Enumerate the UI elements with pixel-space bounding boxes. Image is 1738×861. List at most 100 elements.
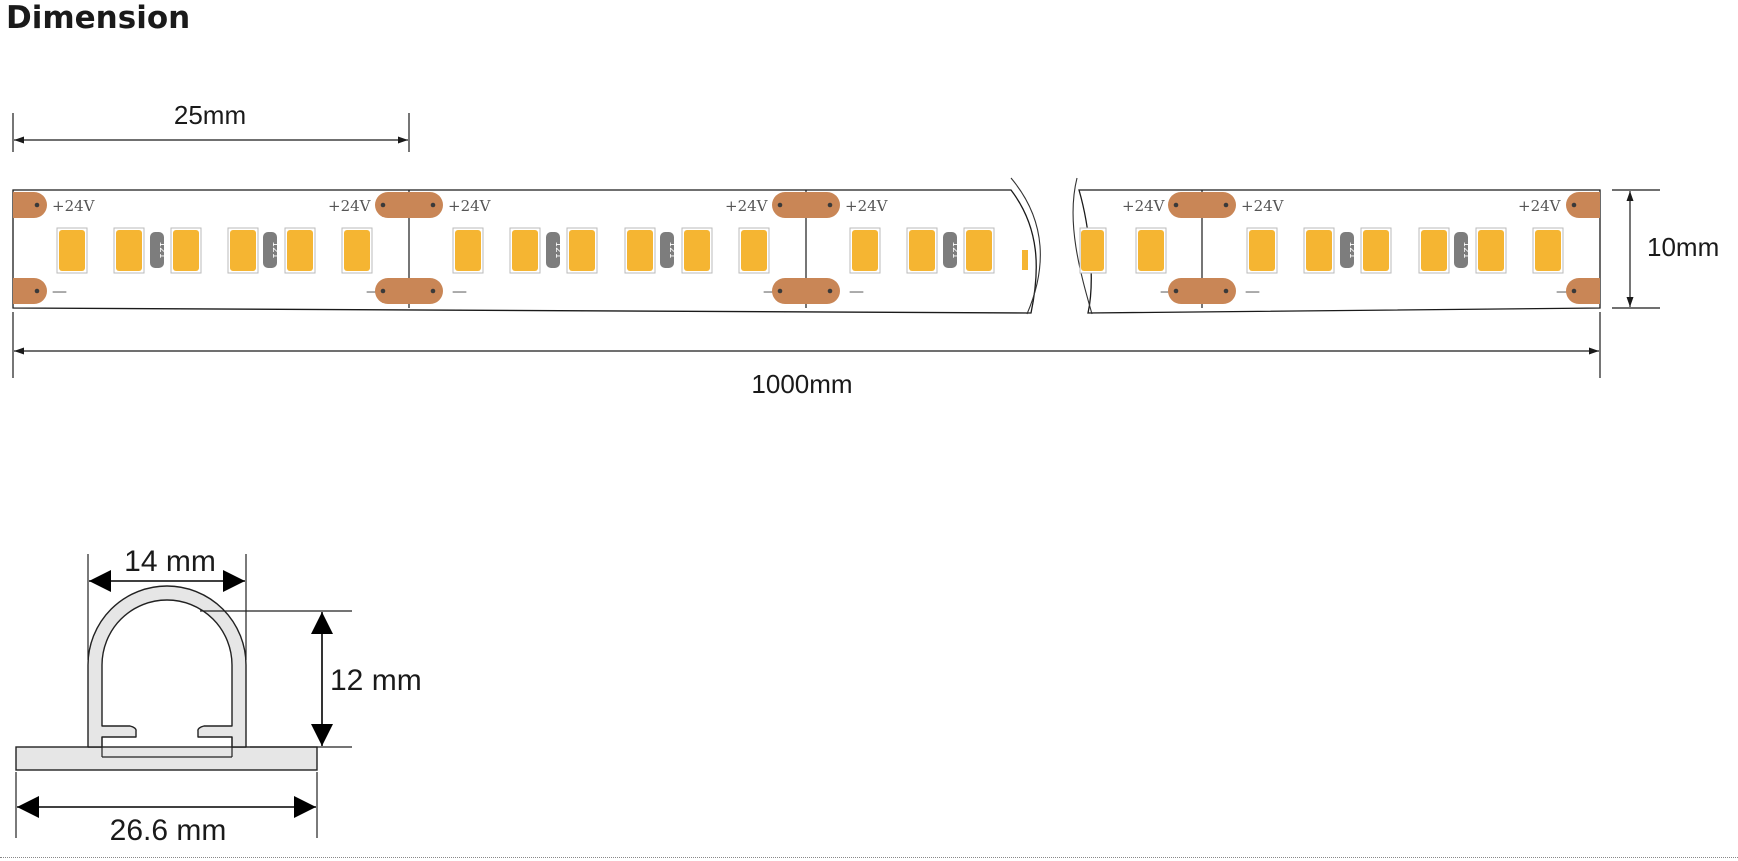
copper-pad [13, 192, 47, 218]
strip-segment: +24V — +24V — 121 121 [13, 192, 409, 304]
strip-segment: +24V — +24V — 121 121 [409, 192, 806, 304]
height-label: 12 mm [330, 664, 422, 697]
led-chip-lens [59, 230, 85, 271]
led-chip-lens [1081, 230, 1104, 271]
led-chip-lens [569, 230, 595, 271]
led-chip-lens [909, 230, 935, 271]
solder-hole [1173, 202, 1179, 208]
positive-marking: +24V [52, 197, 96, 215]
strip-segment: +24V — 121 [806, 192, 1028, 304]
copper-pad [1566, 278, 1600, 304]
profile-dome [87, 585, 247, 748]
led-chip-lens [455, 230, 481, 271]
led-chip-lens [344, 230, 370, 271]
copper-pad [806, 192, 840, 218]
solder-hole [430, 288, 436, 294]
solder-hole [1571, 288, 1577, 294]
bottom-divider [0, 857, 1738, 858]
resistor [660, 232, 674, 268]
break-line-left [1010, 177, 1041, 315]
led-chip-lens [966, 230, 992, 271]
led-chip-lens [1306, 230, 1332, 271]
led-chip-lens [512, 230, 538, 271]
profile-cross-section: 14 mm 12 mm 26.6 mm [15, 545, 422, 847]
positive-marking: +24V [1518, 197, 1562, 215]
resistor-marking: 121 [667, 241, 677, 258]
solder-hole [1571, 202, 1577, 208]
copper-pad [772, 192, 806, 218]
break-line-right [1072, 177, 1093, 315]
copper-pad [409, 278, 443, 304]
positive-marking: +24V [328, 197, 372, 215]
solder-hole [777, 288, 783, 294]
solder-hole [827, 202, 833, 208]
profile-base [15, 746, 318, 771]
led-chip-lens [1249, 230, 1275, 271]
negative-marking: — [849, 282, 864, 300]
solder-hole [380, 288, 386, 294]
copper-pad [375, 192, 409, 218]
copper-pad [1168, 278, 1202, 304]
led-chip-lens [852, 230, 878, 271]
led-chip-lens [684, 230, 710, 271]
solder-hole [380, 202, 386, 208]
led-chip-lens [741, 230, 767, 271]
positive-marking: +24V [1122, 197, 1166, 215]
solder-hole [1223, 202, 1229, 208]
copper-pad [1202, 278, 1236, 304]
resistor-marking: 121 [157, 241, 167, 258]
led-chip-lens [1138, 230, 1164, 271]
pitch-label: 25mm [174, 100, 246, 130]
negative-marking: — [452, 282, 467, 300]
solder-hole [1173, 288, 1179, 294]
copper-pad [1566, 192, 1600, 218]
positive-marking: +24V [725, 197, 769, 215]
copper-pad [375, 278, 409, 304]
copper-pad [806, 278, 840, 304]
strip-segment: +24V — [1079, 192, 1202, 304]
resistor [943, 232, 957, 268]
width-label: 10mm [1647, 232, 1719, 262]
resistor [1340, 232, 1354, 268]
led-chip-lens [1535, 230, 1561, 271]
width-dimension: 10mm [1612, 189, 1719, 309]
resistor [263, 232, 277, 268]
length-label: 1000mm [751, 369, 852, 399]
copper-pad [1202, 192, 1236, 218]
resistor-marking: 121 [1461, 241, 1471, 258]
top-width-label: 14 mm [124, 545, 216, 578]
solder-hole [777, 202, 783, 208]
positive-marking: +24V [1241, 197, 1285, 215]
pitch-dimension: 25mm [12, 100, 410, 152]
led-chip-partial [1022, 250, 1028, 270]
solder-hole [827, 288, 833, 294]
resistor-marking: 121 [553, 241, 563, 258]
led-chip-lens [1478, 230, 1504, 271]
resistor-marking: 121 [270, 241, 280, 258]
copper-pad [772, 278, 806, 304]
resistor-marking: 121 [950, 241, 960, 258]
positive-marking: +24V [845, 197, 889, 215]
led-strip: +24V — +24V — 121 121 [12, 177, 1601, 315]
resistor-marking: 121 [1347, 241, 1357, 258]
led-chip-lens [116, 230, 142, 271]
negative-marking: — [52, 282, 67, 300]
resistor [150, 232, 164, 268]
length-dimension: 1000mm [12, 312, 1601, 399]
solder-hole [34, 202, 40, 208]
copper-pad [409, 192, 443, 218]
page-title: Dimension [6, 0, 191, 36]
solder-hole [430, 202, 436, 208]
led-chip-lens [1363, 230, 1389, 271]
led-chip-lens [627, 230, 653, 271]
strip-segment: +24V — +24V — 121 121 [1202, 192, 1600, 304]
solder-hole [1223, 288, 1229, 294]
copper-pad [1168, 192, 1202, 218]
solder-hole [34, 288, 40, 294]
led-chip-lens [230, 230, 256, 271]
copper-pad [13, 278, 47, 304]
resistor [546, 232, 560, 268]
led-chip-lens [287, 230, 313, 271]
led-chip-lens [1421, 230, 1447, 271]
